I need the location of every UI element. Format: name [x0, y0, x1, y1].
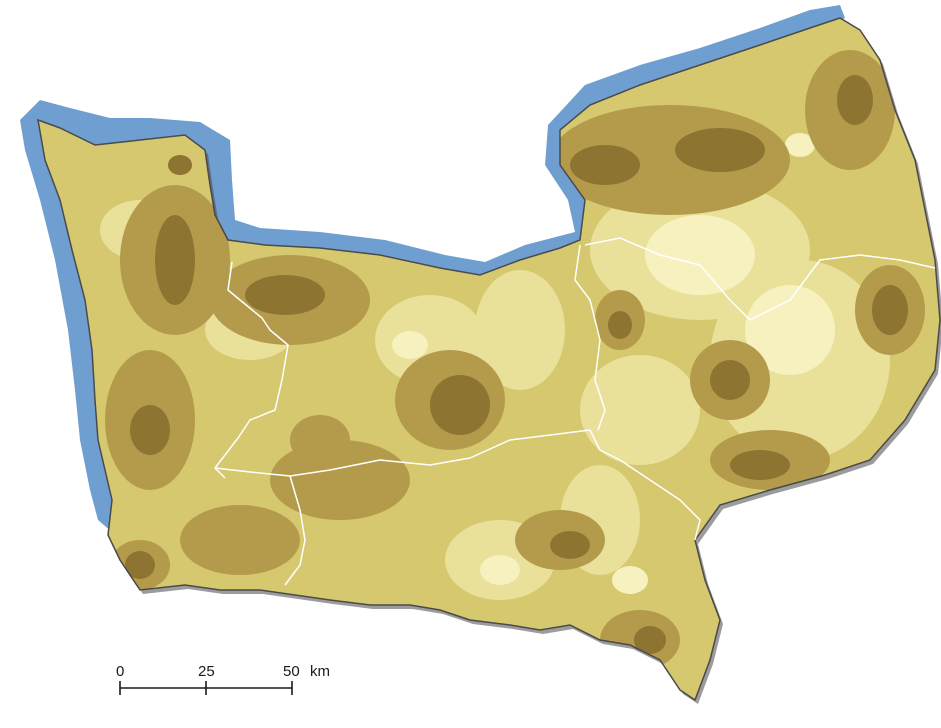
- zones-lightest: [392, 133, 835, 594]
- boundary-orne-eure: [619, 459, 701, 541]
- department-boundaries: [214, 237, 936, 586]
- scale-bar: 0 25 50 km: [116, 663, 330, 695]
- boundary-manche-orne: [284, 475, 306, 586]
- boundary-calvados-orne: [214, 429, 621, 477]
- zones-darkest: [125, 75, 908, 654]
- boundary-eure-seine-maritime: [584, 237, 936, 321]
- scale-label-25: 25: [198, 663, 215, 680]
- boundary-manche-calvados: [214, 261, 289, 479]
- boundary-calvados-eure: [574, 244, 606, 431]
- scale-label-50: 50: [283, 663, 300, 680]
- scale-label-0: 0: [116, 663, 124, 680]
- scale-label-unit: km: [310, 663, 330, 680]
